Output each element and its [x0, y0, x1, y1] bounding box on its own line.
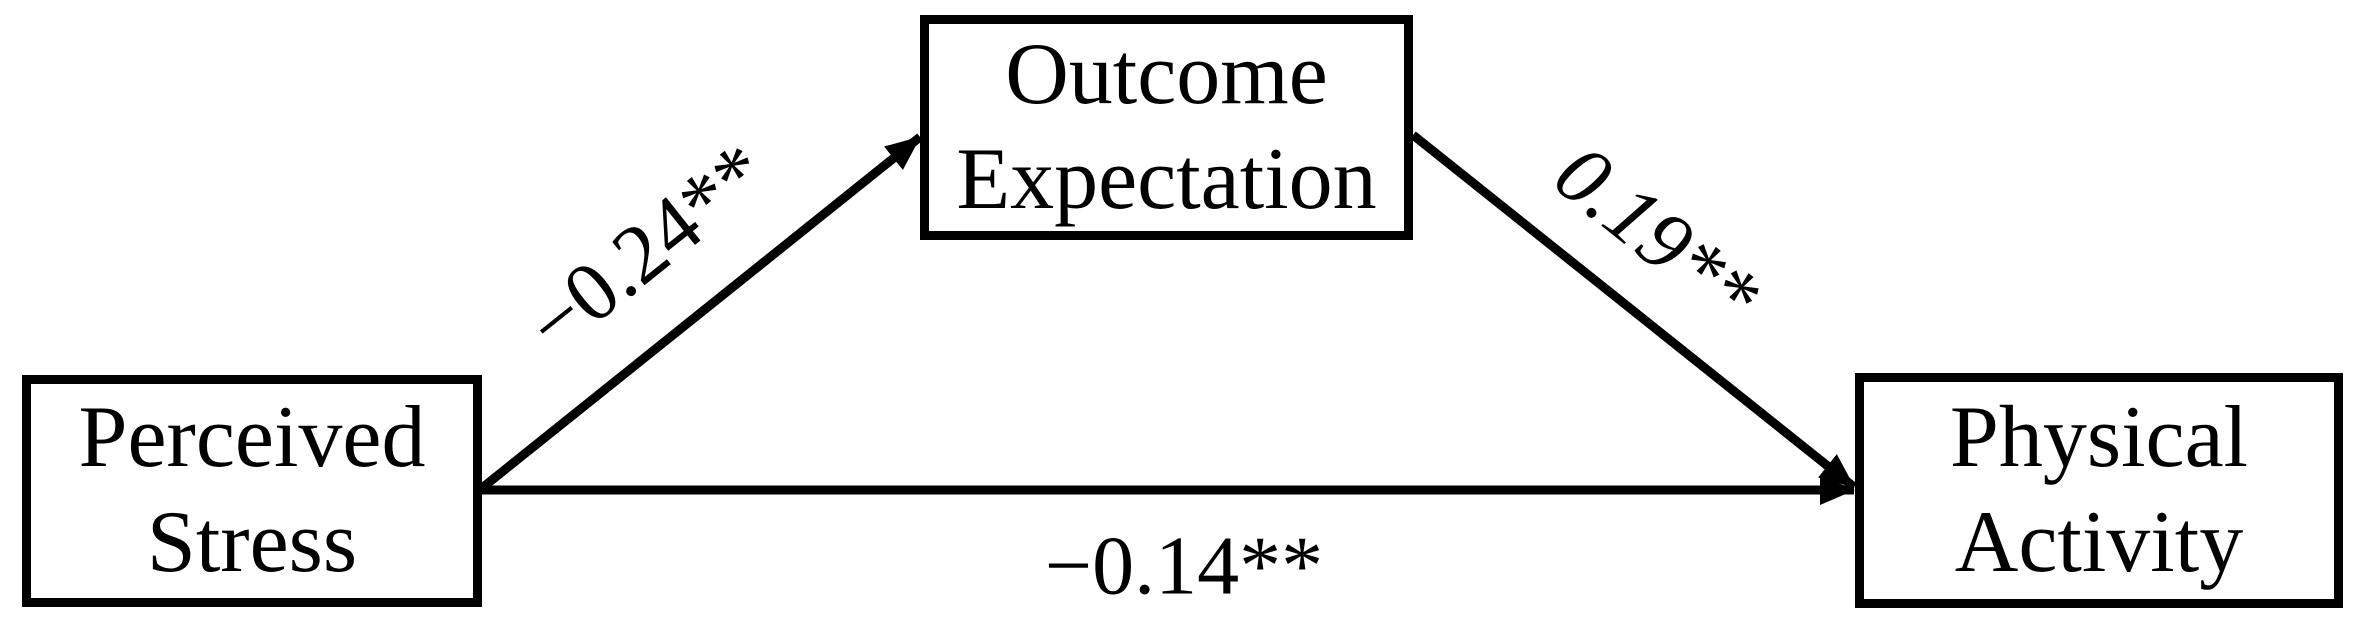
node-label-line: Physical — [1949, 388, 2249, 486]
node-physical-activity: Physical Activity — [1855, 373, 2343, 608]
node-label-line: Stress — [146, 494, 358, 591]
node-label-line: Perceived — [78, 389, 426, 487]
node-label-line: Activity — [1954, 493, 2244, 591]
node-outcome-expectation: Outcome Expectation — [920, 15, 1413, 240]
node-label-line: Outcome — [1005, 25, 1328, 123]
arrow-mediator-to-outcome — [1410, 131, 1857, 491]
node-label-line: Expectation — [956, 130, 1377, 228]
node-perceived-stress: Perceived Stress — [22, 375, 482, 607]
arrow-predictor-to-mediator — [479, 133, 923, 492]
coefficient-c-prime-label: −0.14** — [1044, 519, 1324, 613]
